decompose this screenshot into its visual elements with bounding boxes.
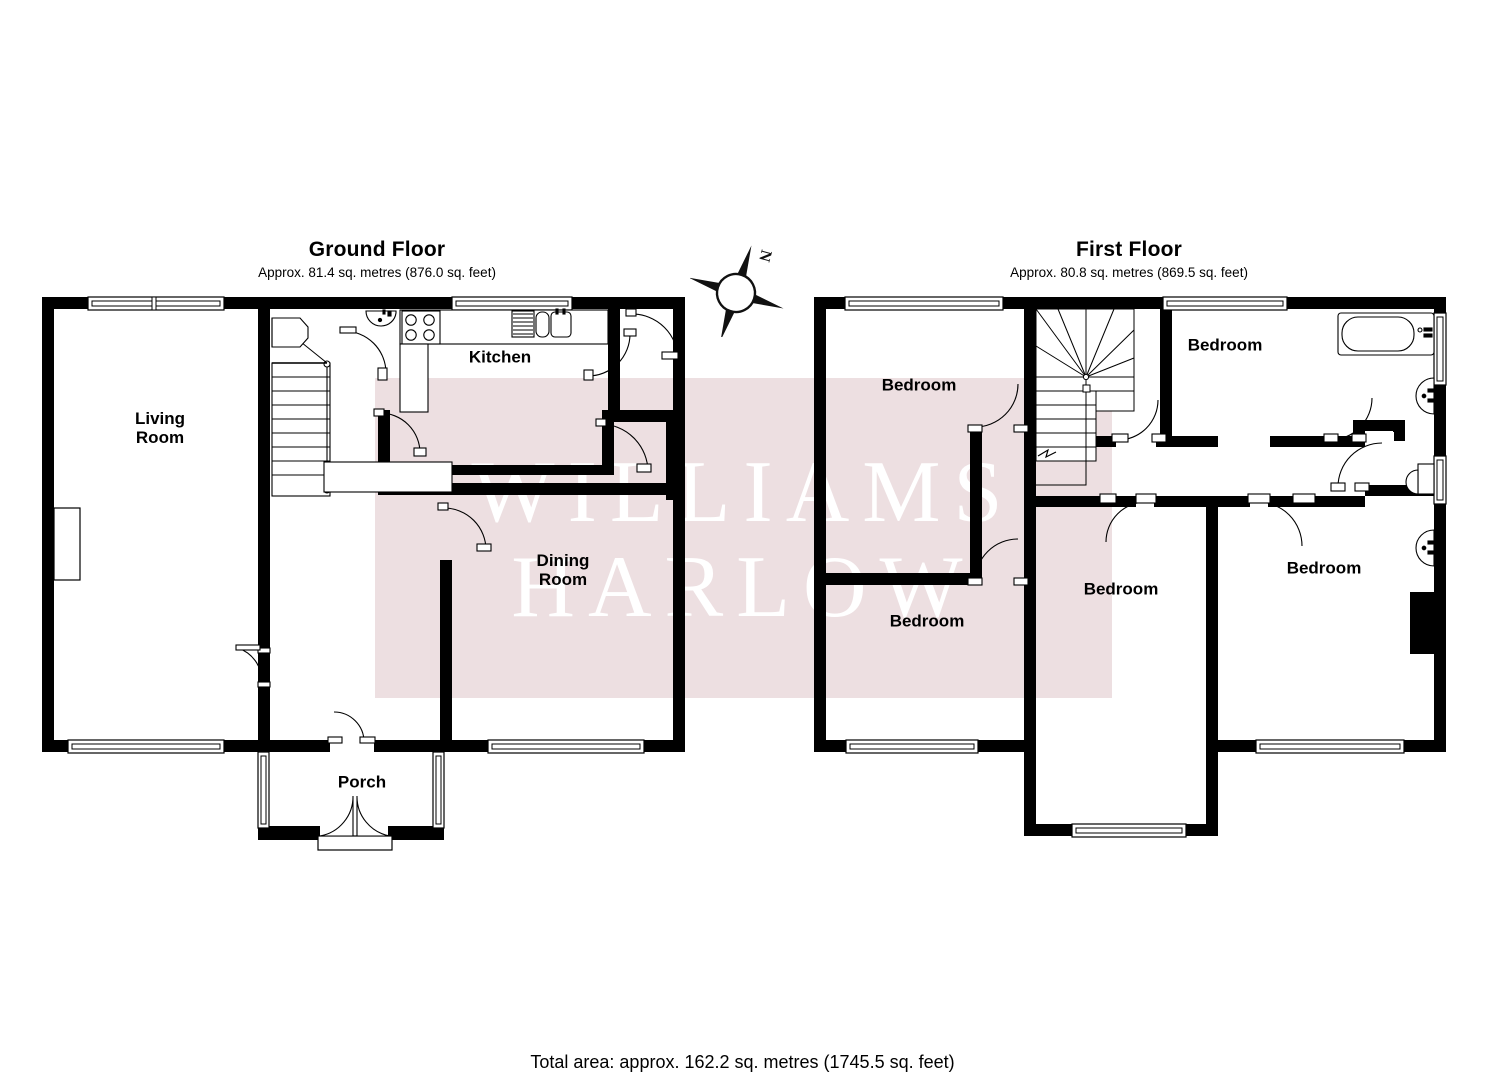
watermark-band (375, 378, 1112, 698)
ff-window-bed4-bottom (1071, 823, 1187, 838)
total-area-text: Total area: approx. 162.2 sq. metres (17… (530, 1052, 955, 1072)
gf-window-living-bottom (67, 739, 225, 754)
gf-door-living (235, 644, 271, 688)
ff-window-bed2-top (1162, 296, 1288, 311)
ff-door-bathroom (1323, 397, 1373, 443)
gf-dining-unit (323, 461, 453, 493)
ff-window-wc (1433, 455, 1447, 505)
gf-door-rear-external (625, 308, 679, 361)
gf-kitchen-units (399, 308, 609, 413)
gf-door-dining-lower (437, 502, 492, 552)
gf-window-living-top (87, 296, 225, 311)
gf-fireplace-recess (53, 507, 81, 581)
ff-door-bed5 (1247, 493, 1316, 547)
ff-bedroom5-washbasin (1415, 529, 1437, 567)
ff-window-bathroom (1433, 312, 1447, 386)
gf-window-porch-right (432, 751, 445, 829)
ff-window-bed5-bottom (1255, 739, 1405, 754)
gf-window-kitchen (451, 296, 573, 311)
first-floor-plan (814, 296, 1447, 838)
gf-washbasin (365, 309, 397, 327)
ff-door-bed1 (967, 383, 1029, 433)
ff-bathroom-washbasin (1415, 377, 1437, 415)
gf-window-porch-left (257, 751, 270, 829)
gf-door-hall-kitchen (339, 326, 388, 381)
ff-door-bed4 (1099, 493, 1157, 543)
ground-floor-title: Ground Floor Approx. 81.4 sq. metres (87… (162, 238, 592, 281)
gf-understair-store (271, 317, 309, 348)
gf-window-dining (487, 739, 645, 754)
ground-floor-plan (42, 296, 685, 851)
ground-floor-area-text: Approx. 81.4 sq. metres (876.0 sq. feet) (258, 265, 496, 281)
ff-bathtub (1337, 312, 1435, 356)
compass-north-label: N (755, 248, 775, 264)
watermark-line-2: HARLOW (511, 539, 976, 636)
watermark-text: WILLIAMS HARLOW (375, 400, 1112, 680)
gf-door-porch-entrance (319, 795, 391, 837)
ff-window-bed3-bottom (845, 739, 979, 754)
gf-door-porch-hall (327, 711, 376, 744)
ff-wc-toilet (1405, 463, 1435, 495)
ff-door-bed2 (1111, 399, 1167, 443)
compass-rose-icon: N (690, 245, 784, 337)
gf-door-hall-dining (373, 408, 427, 457)
ff-door-bed3 (967, 538, 1029, 586)
ff-staircase-winder (1035, 308, 1135, 486)
gf-door-dining-rear (595, 418, 652, 473)
ground-floor-title-text: Ground Floor (308, 238, 446, 261)
gf-staircase (271, 329, 331, 497)
ff-window-bed1-top (844, 296, 1004, 311)
gf-porch-threshold (317, 835, 393, 851)
ff-door-wc (1330, 442, 1383, 492)
first-floor-area-text: Approx. 80.8 sq. metres (869.5 sq. feet) (1010, 265, 1248, 281)
first-floor-title: First Floor Approx. 80.8 sq. metres (869… (914, 238, 1344, 281)
first-floor-title-text: First Floor (1075, 238, 1183, 261)
gf-door-kitchen-rear (583, 328, 637, 381)
